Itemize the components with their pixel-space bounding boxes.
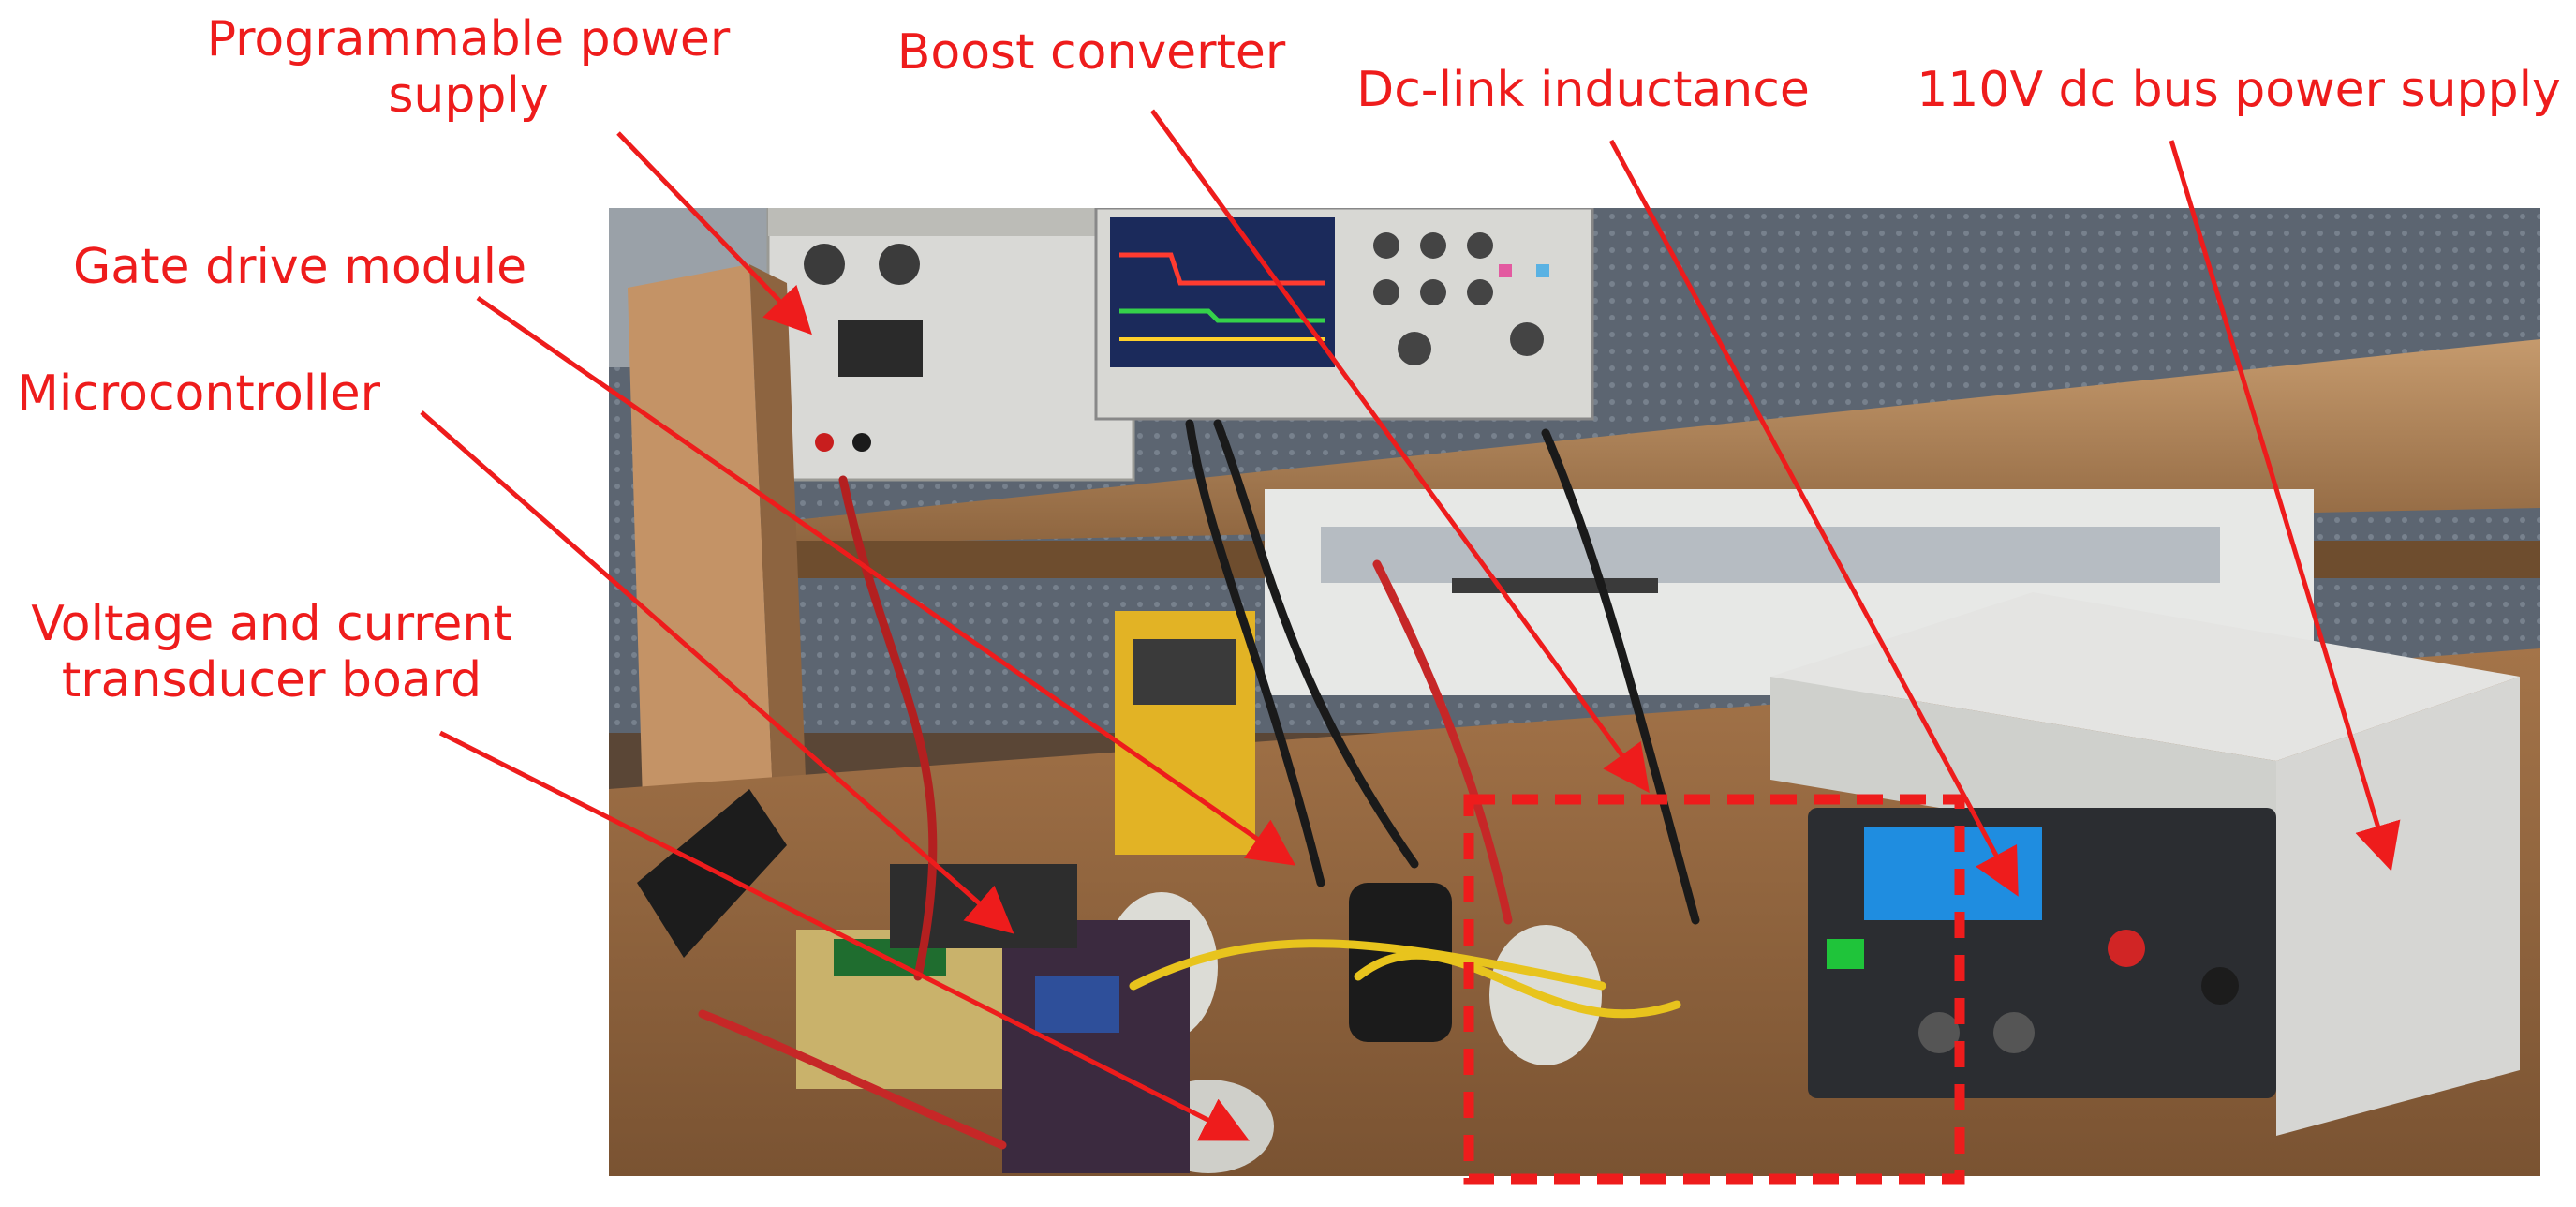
label-transducer-board: Voltage and current transducer board	[31, 596, 512, 708]
lab-setup-photo	[609, 208, 2540, 1176]
label-programmable-power-supply: Programmable power supply	[206, 11, 731, 124]
label-gate-drive-module: Gate drive module	[73, 239, 527, 295]
lab-setup-illustration	[609, 208, 2540, 1176]
label-dc-link-inductance: Dc-link inductance	[1356, 62, 1810, 118]
label-bus-power-supply: 110V dc bus power supply	[1917, 62, 2561, 118]
label-boost-converter: Boost converter	[896, 24, 1286, 81]
label-microcontroller: Microcontroller	[17, 365, 381, 422]
